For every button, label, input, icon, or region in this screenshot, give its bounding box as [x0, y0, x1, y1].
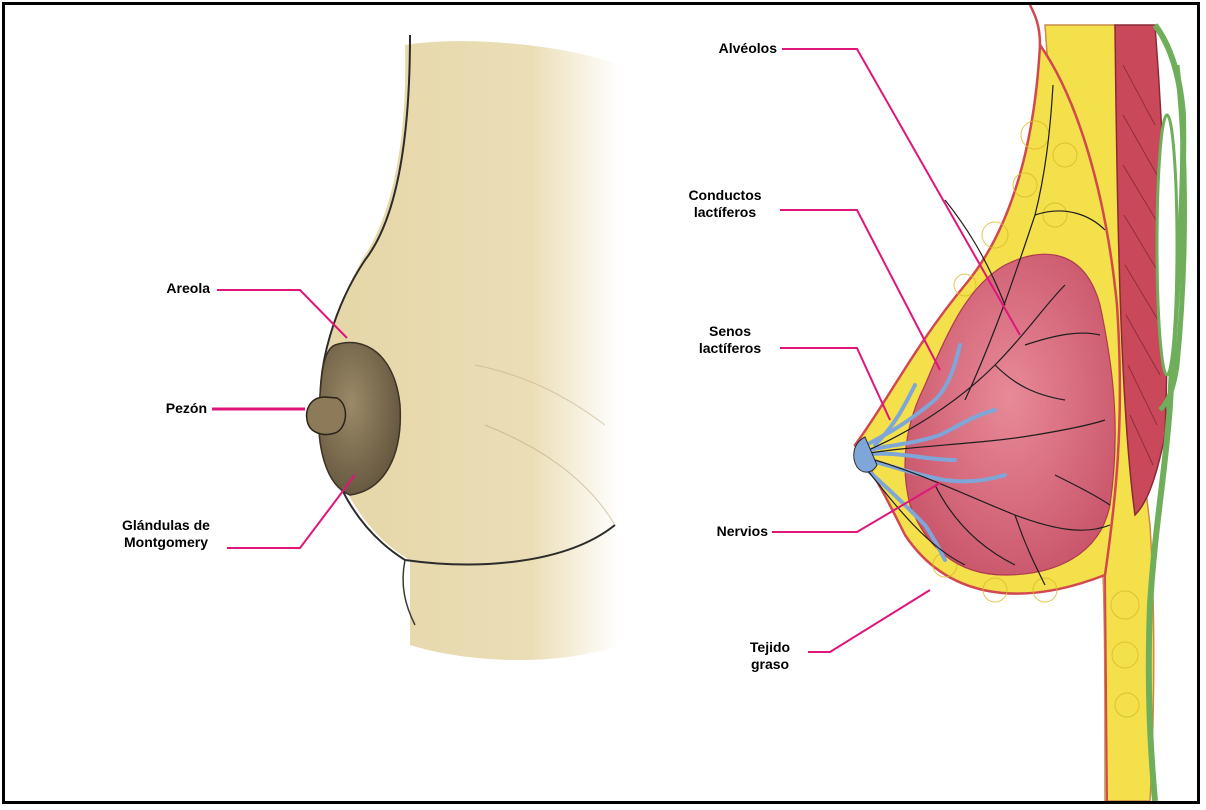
label-pezon: Pezón	[125, 400, 207, 417]
external-breast-illustration	[307, 35, 620, 660]
areola-leader	[217, 290, 347, 338]
nipple-shape	[307, 397, 346, 434]
label-conductos-lactiferos: Conductos lactíferos	[675, 187, 775, 221]
label-alveolos: Alvéolos	[685, 40, 777, 57]
cross-section-illustration	[854, 5, 1185, 801]
glandulas-leader	[227, 475, 355, 548]
label-senos-lactiferos: Senos lactíferos	[685, 323, 775, 357]
tejido-leader	[808, 590, 930, 652]
senos-leader	[780, 348, 890, 420]
label-areola: Areola	[125, 280, 210, 297]
conductos-leader	[780, 210, 940, 370]
label-nervios: Nervios	[685, 523, 768, 540]
label-tejido-graso: Tejido graso	[730, 639, 810, 673]
label-glandulas-montgomery: Glándulas de Montgomery	[105, 517, 227, 551]
